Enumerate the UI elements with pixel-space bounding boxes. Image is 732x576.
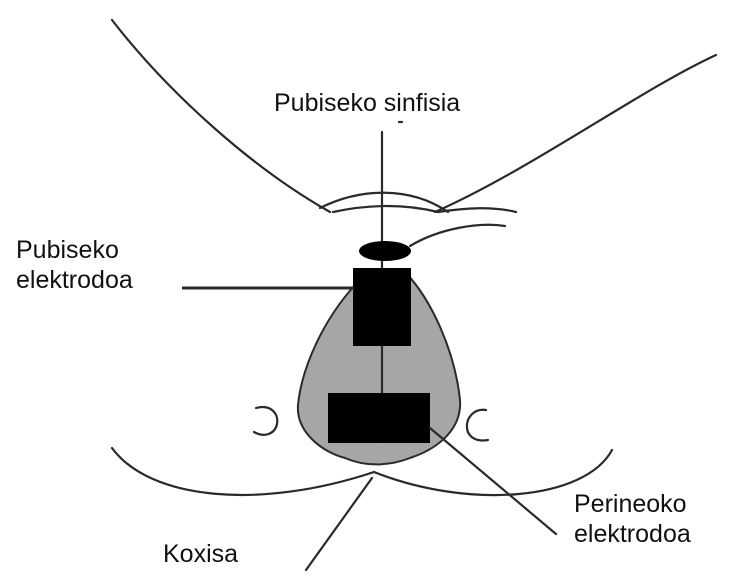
- coccyx-label: Koxisa: [163, 539, 238, 569]
- coccyx-text: Koxisa: [163, 539, 238, 569]
- electrode-cable: [410, 225, 505, 246]
- right-upper-outline: [435, 55, 716, 212]
- perineal-electrode-leader: [430, 428, 556, 534]
- coccyx-line: [306, 478, 372, 570]
- left-ischial-mark: [254, 407, 277, 435]
- perineal-electrode-text-line1: Perineoko: [574, 489, 691, 519]
- pubic-electrode: [353, 268, 411, 346]
- pubic-symphysis-label: Pubiseko sinfisia: [274, 88, 460, 118]
- right-ischial-mark: [467, 410, 488, 441]
- pubic-electrode-text-line2: elektrodoa: [16, 265, 133, 295]
- pubic-symphysis-text: Pubiseko sinfisia: [274, 88, 460, 118]
- perineal-electrode-text-line2: elektrodoa: [574, 519, 691, 549]
- pubic-electrode-label: Pubiseko elektrodoa: [16, 235, 133, 295]
- pubic-arch-inner-curve: [333, 206, 438, 212]
- perineal-electrode: [328, 393, 430, 443]
- electrode-cap: [359, 241, 411, 261]
- perineal-electrode-label: Perineoko elektrodoa: [574, 489, 691, 549]
- pubic-electrode-text-line1: Pubiseko: [16, 235, 133, 265]
- upper-right-tendon: [438, 208, 516, 212]
